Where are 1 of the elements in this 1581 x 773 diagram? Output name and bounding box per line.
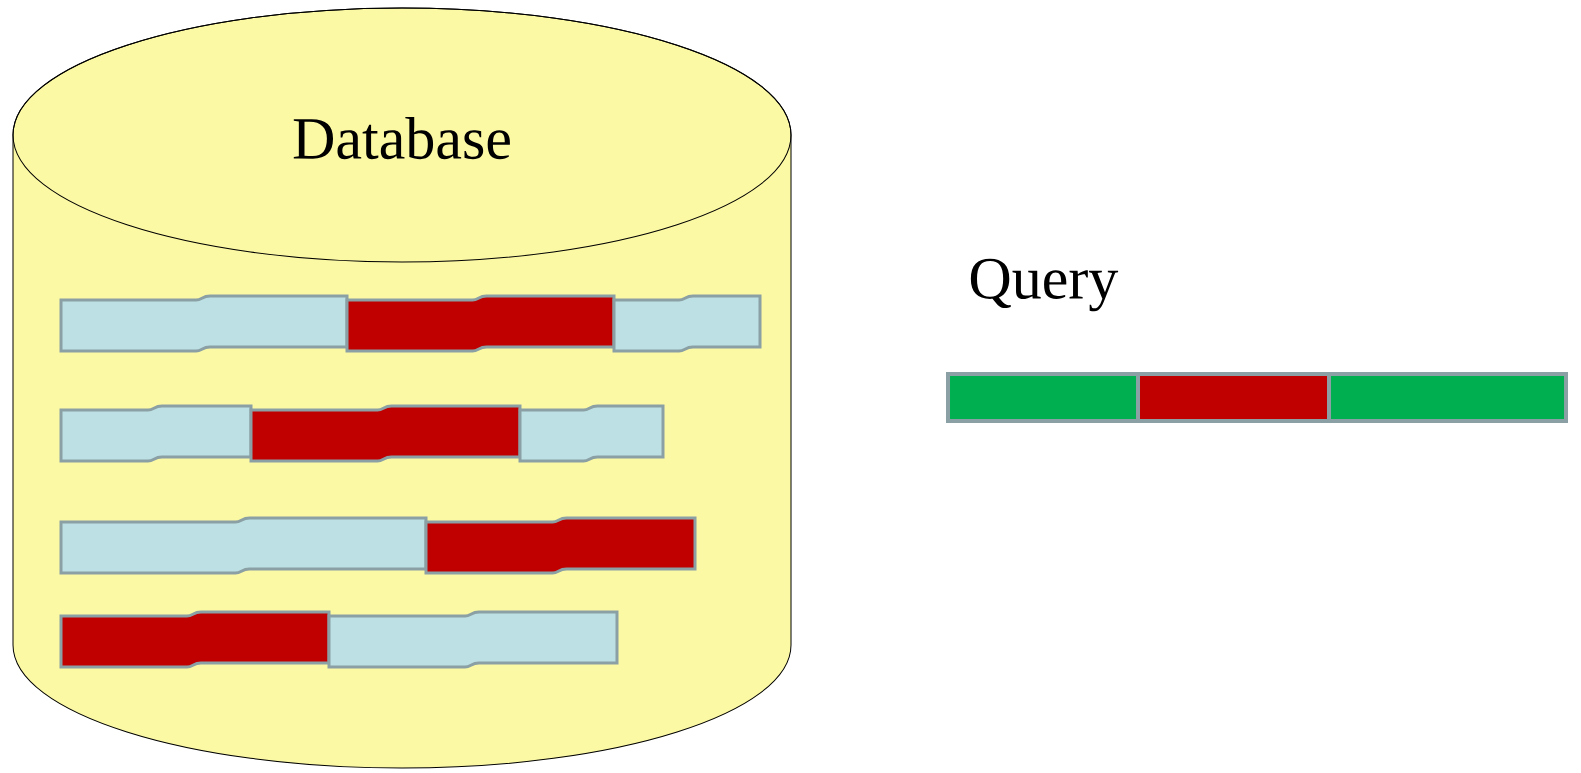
query-label: Query bbox=[970, 258, 1119, 312]
